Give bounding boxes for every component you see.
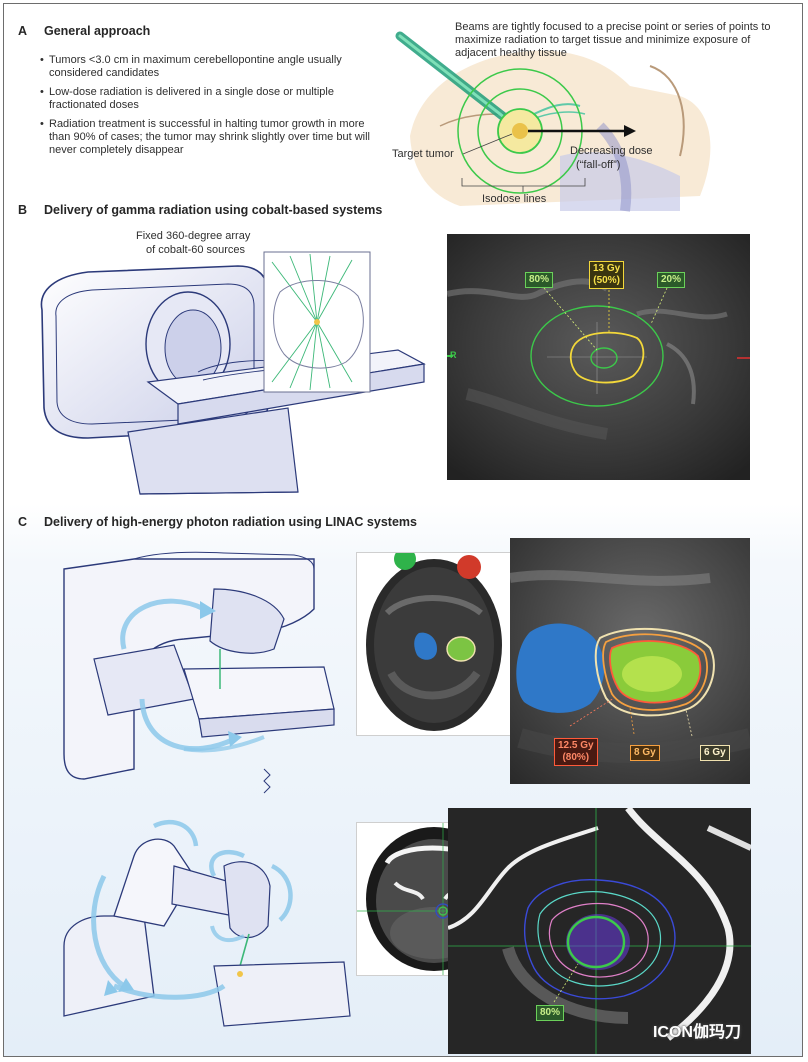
- gamma-knife-machine: [40, 251, 426, 495]
- tag-80-percent: 80%: [525, 272, 554, 288]
- tag-8gy: 8 Gy: [630, 745, 660, 761]
- target-tumor-label: Target tumor: [392, 148, 454, 160]
- tag-12-5gy: 12.5 Gy (80%): [554, 738, 598, 766]
- bullet-item: •Low-dose radiation is delivered in a si…: [40, 86, 334, 111]
- gamma-mri-scan: R 80% 13 Gy (50%) 20%: [447, 234, 750, 480]
- tag-12-5gy-percent: (80%): [562, 752, 590, 763]
- robotic-isodose-80-line: [566, 915, 626, 969]
- isodose-6gy-line: [594, 627, 715, 717]
- tag-12-5gy-dose: 12.5 Gy: [558, 740, 594, 751]
- robot-rotation-arrow: [91, 874, 126, 989]
- tag-80-percent-lower: 80%: [536, 1005, 565, 1021]
- section-a-bullets: •Tumors <3.0 cm in maximum cerebellopont…: [40, 54, 370, 163]
- bullet-text: Low-dose radiation is delivered in a sin…: [49, 86, 334, 111]
- linac-dose-plan-zoom: 12.5 Gy (80%) 8 Gy 6 Gy: [510, 538, 750, 784]
- target-tumor-dot: [512, 123, 528, 139]
- beam-note: Beams are tightly focused to a precise p…: [455, 21, 771, 59]
- isodose-80-line: [590, 347, 618, 369]
- falloff-label-line1: Decreasing dose: [570, 145, 653, 157]
- figure-frame: A General approach •Tumors <3.0 cm in max…: [3, 3, 803, 1057]
- isodose-lines-label: Isodose lines: [482, 193, 547, 205]
- watermark-text: ICON伽玛刀: [652, 1024, 741, 1041]
- tag-6gy: 6 Gy: [700, 745, 730, 761]
- section-b-letter: B: [18, 203, 28, 217]
- isodose-8gy-line: [602, 633, 708, 711]
- brainstem-region: [516, 623, 605, 713]
- tag-13gy-dose: 13 Gy: [593, 263, 621, 274]
- array-label-line2: of cobalt-60 sources: [146, 244, 246, 256]
- section-a-letter: A: [18, 24, 28, 38]
- section-c-heading: C Delivery of high-energy photon radiatio…: [18, 515, 417, 529]
- linac-robotic-arm-machine: [63, 819, 351, 1027]
- scan-side-marker: R: [450, 350, 457, 360]
- section-b-title: Delivery of gamma radiation using cobalt…: [44, 203, 383, 217]
- section-c-letter: C: [18, 515, 28, 529]
- bullet-item: •Tumors <3.0 cm in maximum cerebellopont…: [40, 54, 342, 79]
- gantry-rotation-arrow: [120, 598, 206, 650]
- array-label-line1: Fixed 360-degree array: [136, 230, 251, 242]
- section-b-heading: B Delivery of gamma radiation using cobal…: [18, 203, 382, 217]
- linac-axial-mri: [356, 552, 512, 736]
- section-a-illustration: [395, 31, 711, 212]
- isodose-50-line: [569, 331, 645, 384]
- tag-13gy: 13 Gy (50%): [589, 261, 625, 289]
- tag-20-percent: 20%: [657, 272, 686, 288]
- robotic-target-volume: [566, 914, 630, 970]
- section-c-title: Delivery of high-energy photon radiation…: [44, 515, 417, 529]
- bullet-text: Tumors <3.0 cm in maximum cerebelloponti…: [49, 54, 342, 79]
- bullet-item: •Radiation treatment is successful in ha…: [40, 118, 370, 156]
- linac-gantry-machine: [63, 551, 335, 794]
- isodose-20-line: [530, 305, 664, 407]
- bullet-text: Radiation treatment is successful in hal…: [49, 118, 370, 156]
- falloff-arrow-head: [624, 125, 636, 137]
- section-a-title: General approach: [44, 24, 151, 38]
- robotic-dose-plan-zoom: 80% ICON伽玛刀: [448, 808, 751, 1054]
- section-a-heading: A General approach: [18, 24, 150, 38]
- falloff-label-line2: (“fall-off”): [576, 159, 621, 171]
- tag-13gy-percent: (50%): [593, 275, 620, 286]
